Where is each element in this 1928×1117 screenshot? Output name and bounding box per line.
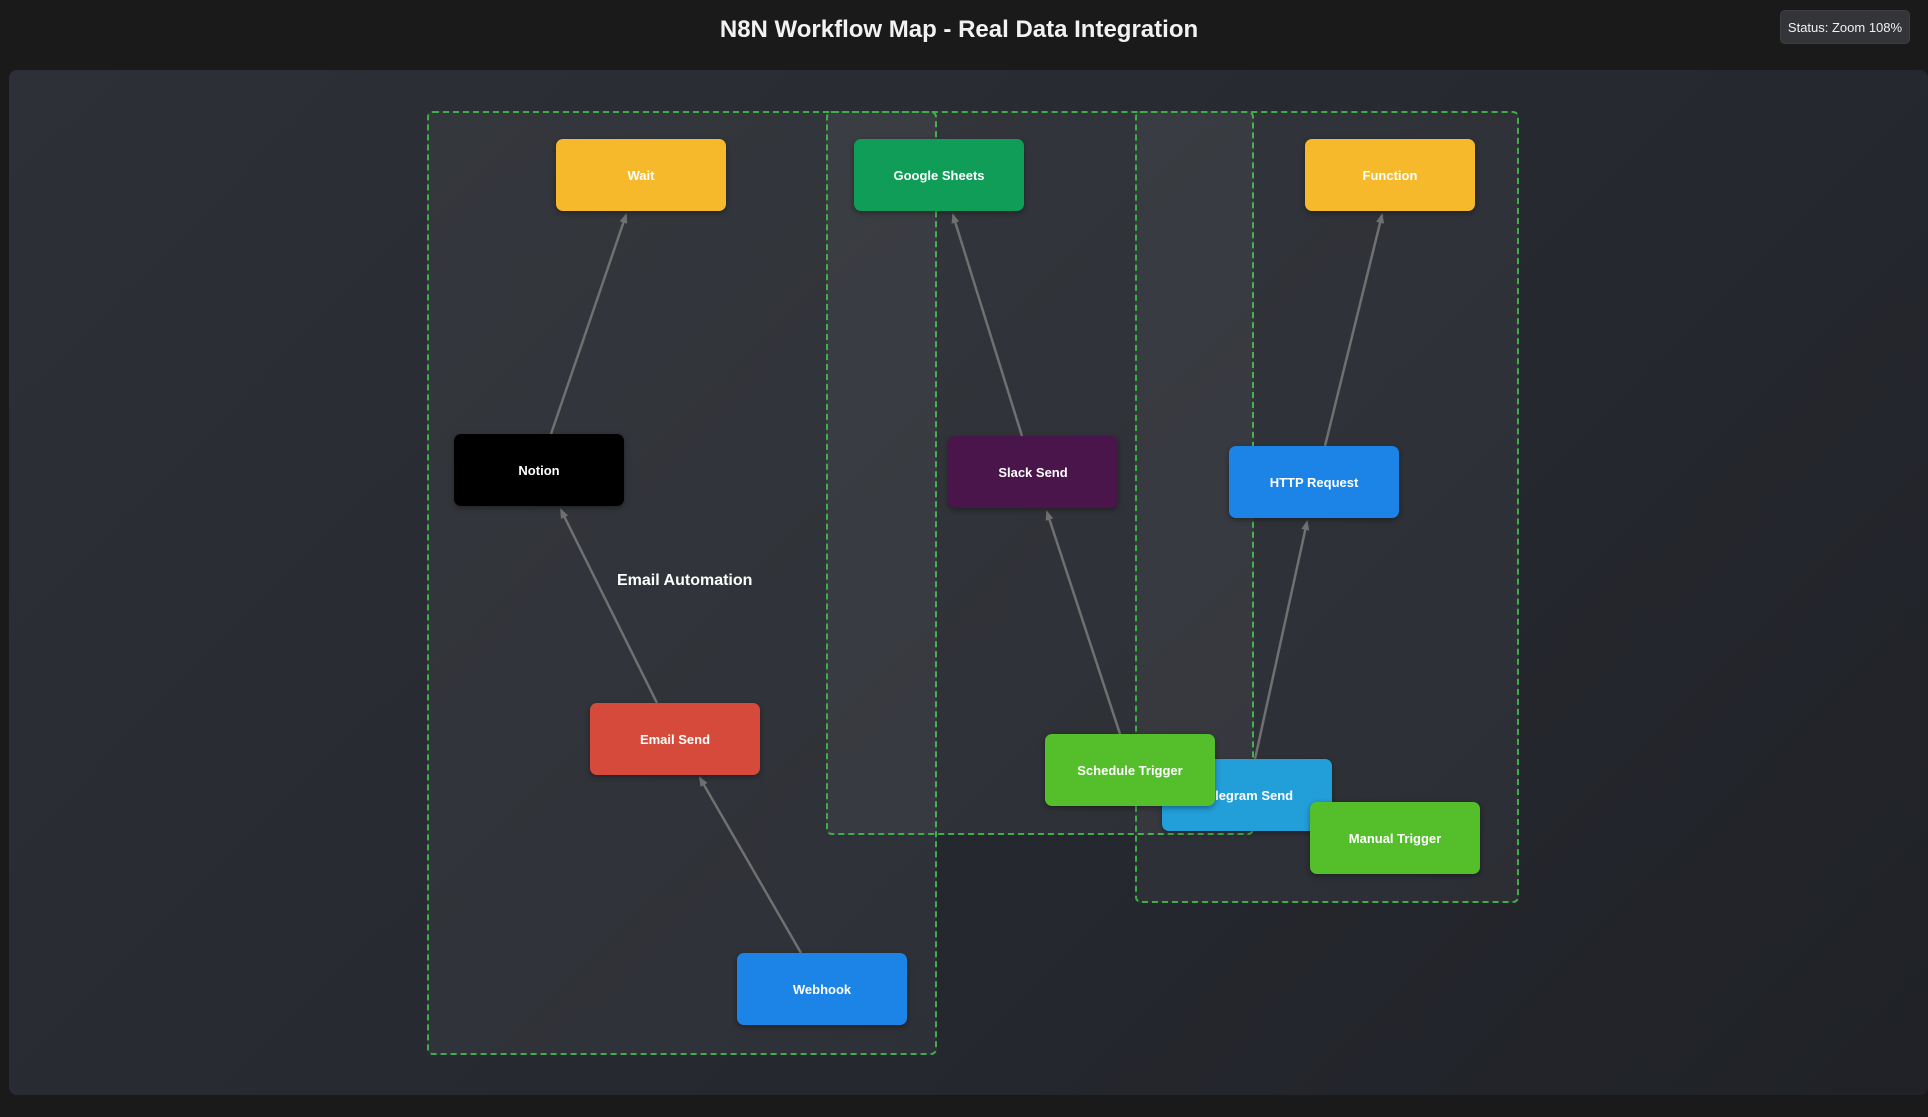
- node-label: Function: [1362, 167, 1418, 183]
- node-google-sheets[interactable]: Google Sheets: [854, 139, 1024, 211]
- node-label: Telegram Send: [1200, 787, 1294, 803]
- node-manual-trigger[interactable]: Manual Trigger: [1310, 802, 1480, 874]
- node-webhook[interactable]: Webhook: [737, 953, 907, 1025]
- node-label: Email Send: [639, 731, 711, 747]
- node-label: Schedule Trigger: [1077, 762, 1183, 778]
- node-schedule-trigger[interactable]: Schedule Trigger: [1045, 734, 1215, 806]
- edge-http-request-to-function: [1323, 213, 1384, 447]
- node-label: Google Sheets: [893, 167, 985, 183]
- workflow-canvas[interactable]: Email Automation Wait Google Sheets Func…: [9, 70, 1928, 1095]
- edge-notion-to-wait: [549, 213, 628, 435]
- node-label: Slack Send: [998, 464, 1068, 480]
- workflow-edges: [549, 213, 1384, 954]
- group-label-email-automation: Email Automation: [617, 572, 753, 589]
- edge-webhook-to-email-send: [698, 776, 803, 954]
- node-label: Wait: [627, 167, 655, 183]
- node-function[interactable]: Function: [1305, 139, 1475, 211]
- node-label: Notion: [518, 462, 560, 478]
- group-email-automation[interactable]: [427, 111, 937, 1055]
- node-http-request[interactable]: HTTP Request: [1229, 446, 1399, 518]
- node-notion[interactable]: Notion: [454, 434, 624, 506]
- edge-slack-send-to-google-sheets: [951, 213, 1024, 437]
- edge-telegram-send-to-http-request: [1253, 520, 1310, 760]
- node-email-send[interactable]: Email Send: [590, 703, 760, 775]
- page-title: N8N Workflow Map - Real Data Integration: [719, 16, 1199, 43]
- edge-email-send-to-notion: [559, 508, 659, 704]
- node-label: Webhook: [792, 981, 852, 997]
- node-label: Manual Trigger: [1348, 830, 1442, 846]
- node-label: HTTP Request: [1269, 474, 1359, 490]
- node-slack-send[interactable]: Slack Send: [948, 436, 1118, 508]
- edge-schedule-trigger-to-slack-send: [1045, 510, 1122, 735]
- status-badge: Status: Zoom 108%: [1780, 10, 1910, 44]
- app-header: N8N Workflow Map - Real Data Integration…: [0, 0, 1928, 69]
- node-wait[interactable]: Wait: [556, 139, 726, 211]
